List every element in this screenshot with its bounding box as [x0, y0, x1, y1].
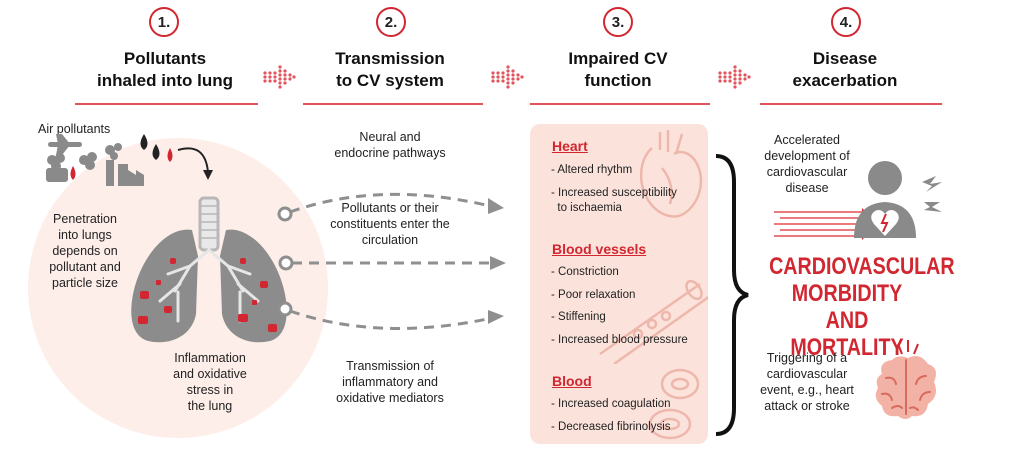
neural-line-2: endocrine pathways: [334, 146, 446, 160]
penetration-line-4: pollutant and: [49, 260, 121, 274]
step-1-underline: [75, 103, 258, 105]
brace-icon: [715, 154, 749, 436]
inflammation-line-2: and oxidative: [173, 367, 247, 381]
blood-item-1: - Increased coagulation: [551, 398, 671, 410]
step-2-underline: [303, 103, 483, 105]
headline-line-1: CARDIOVASCULAR: [769, 253, 955, 280]
triggering-line-3: event, e.g., heart: [760, 383, 854, 397]
blood-item-2: - Decreased fibrinolysis: [551, 421, 671, 433]
vessels-item-2: - Poor relaxation: [551, 289, 636, 301]
step-1-title-line1: Pollutants: [123, 49, 207, 68]
pathway-start-3: [277, 301, 293, 317]
heart-item-2: - Increased susceptibility: [551, 187, 677, 199]
pollution-sources-icon: [46, 134, 213, 186]
vessels-section-title: Blood vessels: [552, 241, 647, 257]
step-4-title: Disease exacerbation: [760, 48, 930, 92]
brain-icon: [875, 340, 936, 419]
neural-pathway-text: Neural and endocrine pathways: [320, 129, 460, 161]
step-3-title: Impaired CV function: [533, 48, 703, 92]
neural-line-1: Neural and: [359, 130, 421, 144]
step-1-number: 1.: [149, 7, 179, 37]
mediators-line-3: oxidative mediators: [336, 391, 444, 405]
headline-text: CARDIOVASCULAR MORBIDITY AND MORTALITY: [769, 253, 955, 361]
accelerated-line-3: cardiovascular: [766, 165, 848, 179]
step-3-underline: [530, 103, 710, 105]
mediators-line-2: inflammatory and: [342, 375, 438, 389]
mediator-pathway-arrow: [289, 309, 493, 330]
accelerated-text: Accelerated development of cardiovascula…: [752, 132, 862, 196]
step-3-title-line2: function: [584, 71, 652, 90]
step-2-title-line1: Transmission: [335, 49, 445, 68]
inflammation-line-1: Inflammation: [174, 351, 246, 365]
mediators-text: Transmission of inflammatory and oxidati…: [315, 358, 465, 406]
vessels-item-4: - Increased blood pressure: [551, 334, 688, 346]
neural-pathway-arrow: [289, 192, 491, 214]
accelerated-line-4: disease: [785, 181, 829, 195]
cv-function-panel: [530, 124, 708, 444]
step-1-title-line2: inhaled into lung: [97, 71, 233, 90]
triggering-line-2: cardiovascular: [766, 367, 848, 381]
triggering-line-4: attack or stroke: [764, 399, 850, 413]
penetration-line-3: depends on: [52, 244, 118, 258]
constituents-line-1: Pollutants or their: [341, 201, 439, 215]
heart-item-1: - Altered rhythm: [551, 164, 633, 176]
heart-item-3: to ischaemia: [551, 202, 622, 214]
mediators-line-1: Transmission of: [346, 359, 434, 373]
step-2-title-line2: to CV system: [336, 71, 444, 90]
inflammation-text: Inflammation and oxidative stress in the…: [155, 350, 265, 414]
pathway-start-1: [277, 206, 293, 222]
blood-section-title: Blood: [552, 373, 592, 389]
dotted-arrow-icon-1: [263, 65, 296, 89]
inflammation-line-3: stress in: [186, 383, 234, 397]
step-4-underline: [760, 103, 942, 105]
pathway-start-2: [278, 255, 294, 271]
pathway-arrows: [277, 192, 506, 330]
step-2-number: 2.: [376, 7, 406, 37]
triggering-line-1: Triggering of a: [766, 351, 848, 365]
inflammation-line-4: the lung: [187, 399, 233, 413]
penetration-text: Penetration into lungs depends on pollut…: [40, 211, 130, 291]
headline-line-3: MORTALITY: [790, 334, 904, 361]
dotted-arrow-icon-2: [491, 65, 524, 89]
air-pollutants-label: Air pollutants: [38, 122, 111, 136]
step-3-title-line1: Impaired CV: [568, 49, 668, 68]
step-4-title-line2: exacerbation: [792, 71, 898, 90]
vessels-item-3: - Stiffening: [551, 311, 606, 323]
blood-cells-outline-icon: [648, 368, 700, 440]
vessel-outline-icon: [599, 279, 708, 364]
step-4-number: 4.: [831, 7, 861, 37]
accelerated-line-2: development of: [764, 149, 850, 163]
step-2-title: Transmission to CV system: [305, 48, 475, 92]
constituents-text: Pollutants or their constituents enter t…: [310, 200, 470, 248]
vessels-item-1: - Constriction: [551, 266, 619, 278]
lungs-icon: [131, 196, 287, 343]
penetration-line-5: particle size: [52, 276, 118, 290]
step-4-title-line1: Disease: [812, 49, 878, 68]
heart-outline-icon: [639, 130, 703, 218]
constituents-line-3: circulation: [361, 233, 419, 247]
heart-section-title: Heart: [552, 138, 588, 154]
step-3-number: 3.: [603, 7, 633, 37]
constituents-line-2: constituents enter the: [330, 217, 450, 231]
penetration-line-2: into lungs: [58, 228, 112, 242]
dotted-arrow-icon-3: [718, 65, 751, 89]
penetration-line-1: Penetration: [53, 212, 117, 226]
step-1-title: Pollutants inhaled into lung: [80, 48, 250, 92]
accelerated-line-1: Accelerated: [773, 133, 840, 147]
person-heart-icon: [854, 161, 942, 238]
headline-line-2: MORBIDITY AND: [791, 280, 903, 334]
triggering-text: Triggering of a cardiovascular event, e.…: [752, 350, 862, 414]
